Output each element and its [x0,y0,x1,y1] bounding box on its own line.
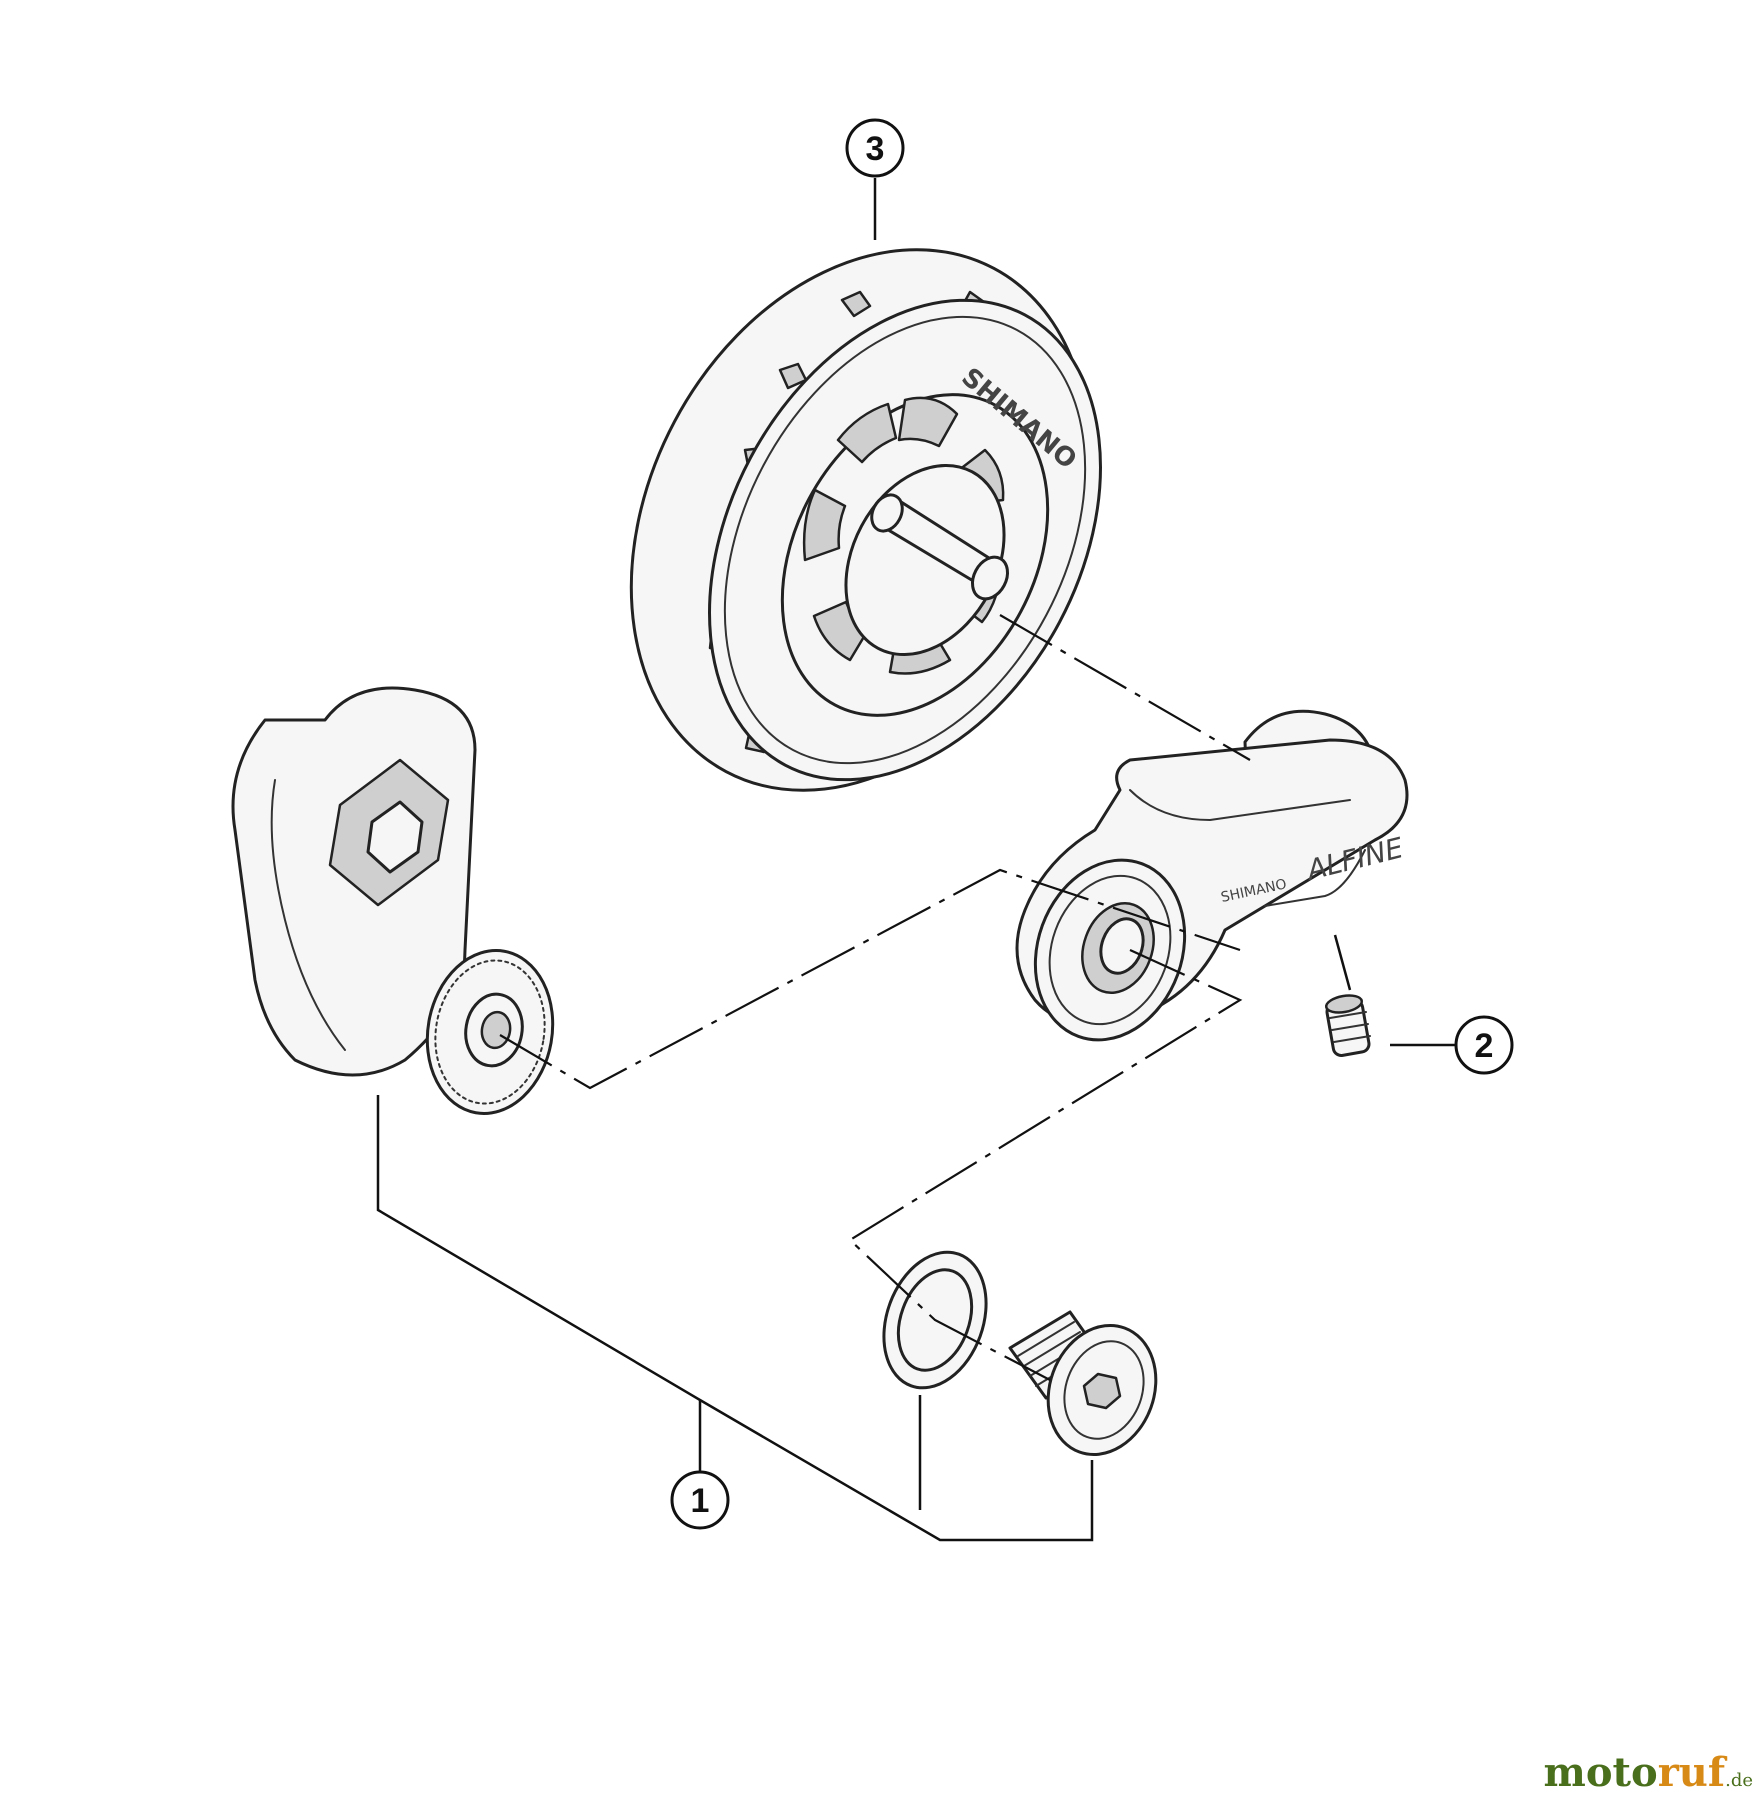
pulley-assembly: SHIMANO [629,248,1102,792]
watermark-main-b: ruf [1657,1749,1726,1796]
assembly-axes [499,614,1251,1381]
mounting-plate [231,686,555,1115]
fixing-bolt [1008,1310,1158,1457]
callout-3-label: 3 [866,130,885,168]
callout-2-label: 2 [1475,1027,1494,1065]
leader-lines [376,178,1455,1542]
watermark-main-a: moto [1543,1749,1658,1796]
callout-1: 1 [670,1470,730,1530]
callout-2: 2 [1454,1015,1514,1075]
tension-arm: SHIMANO ALFINE [1015,709,1409,1042]
set-screw [1324,994,1371,1057]
pulley-axle [870,493,1010,601]
watermark: motoruf.de [1544,1749,1753,1796]
callout-1-label: 1 [691,1482,710,1520]
watermark-tld: .de [1725,1770,1753,1791]
callout-3: 3 [845,118,905,178]
